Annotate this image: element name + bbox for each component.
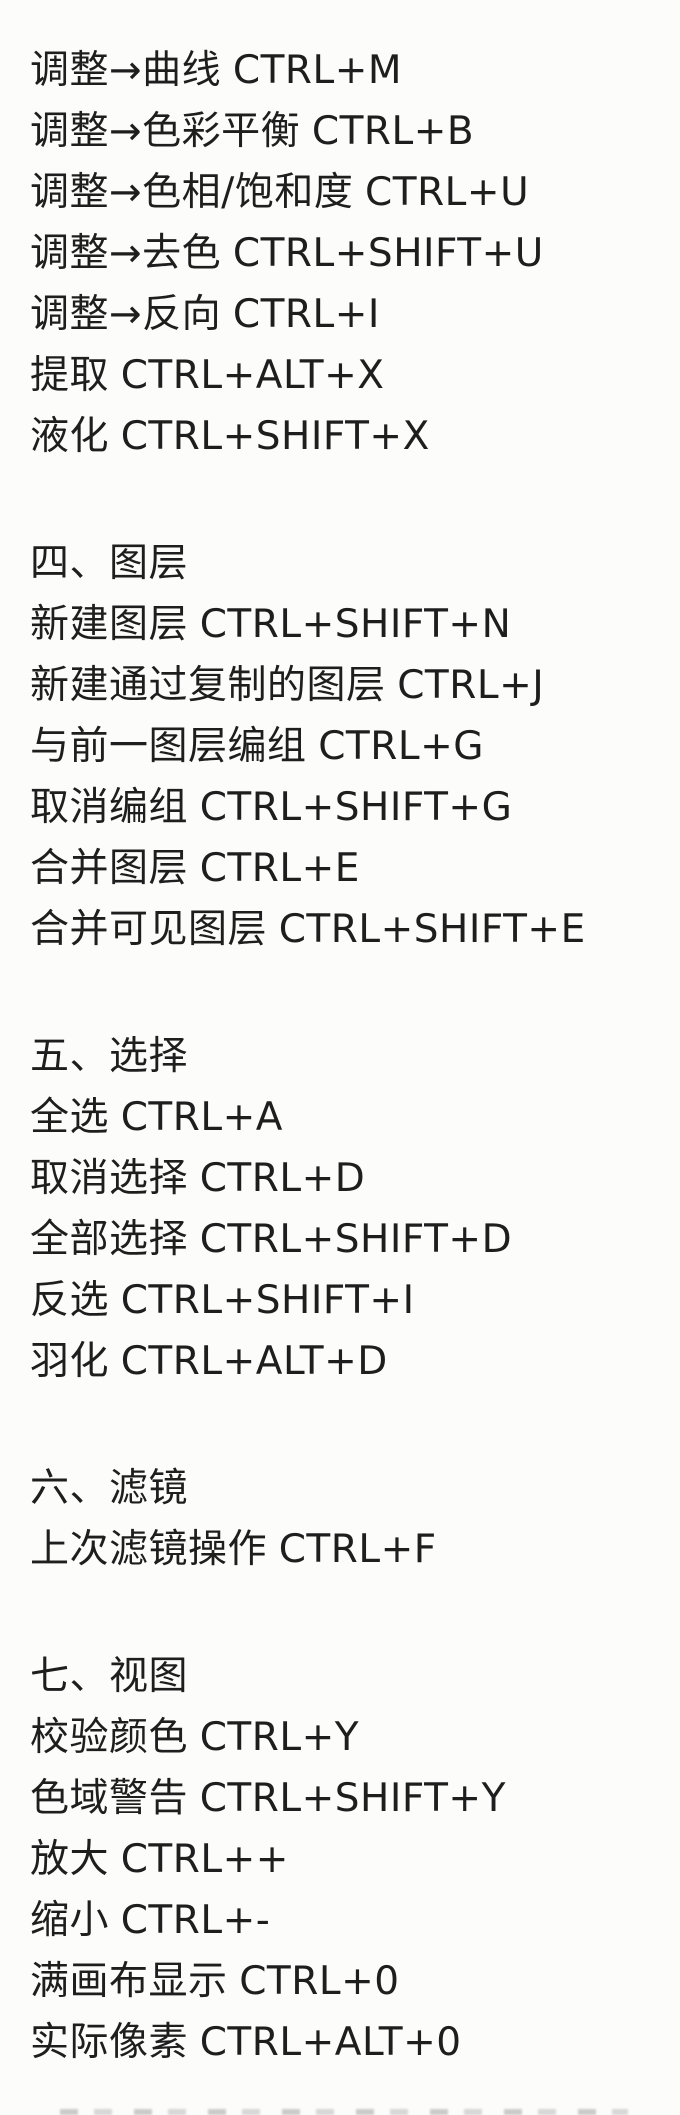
shortcut-line: 提取 CTRL+ALT+X (30, 345, 668, 406)
shortcut-line: 合并可见图层 CTRL+SHIFT+E (30, 899, 668, 960)
shortcut-line: 上次滤镜操作 CTRL+F (30, 1519, 668, 1580)
shortcut-keys: CTRL+U (365, 170, 530, 215)
shortcut-keys: CTRL+I (232, 292, 380, 337)
shortcut-action: 新建通过复制的图层 (30, 663, 386, 708)
shortcut-keys: CTRL+0 (239, 1959, 400, 2004)
shortcut-action: 全部选择 (30, 1217, 189, 1262)
shortcut-line: 调整→色相/饱和度 CTRL+U (30, 162, 668, 223)
shortcut-keys: CTRL+SHIFT+Y (199, 1776, 506, 1821)
shortcut-keys: CTRL+SHIFT+E (278, 907, 586, 952)
shortcut-line: 色域警告 CTRL+SHIFT+Y (30, 1768, 668, 1829)
section-heading: 四、图层 (30, 541, 189, 586)
shortcut-line: 新建通过复制的图层 CTRL+J (30, 655, 668, 716)
shortcut-action: 满画布显示 (30, 1959, 228, 2004)
shortcut-keys: CTRL+SHIFT+D (199, 1217, 513, 1262)
shortcut-action: 调整→曲线 (30, 48, 222, 93)
shortcut-action: 提取 (30, 353, 110, 398)
shortcut-line: 取消编组 CTRL+SHIFT+G (30, 777, 668, 838)
shortcut-keys: CTRL+ALT+0 (199, 2020, 462, 2065)
shortcut-line: 羽化 CTRL+ALT+D (30, 1331, 668, 1392)
shortcut-action: 缩小 (30, 1898, 110, 1943)
shortcut-keys: CTRL+G (318, 724, 484, 769)
shortcut-keys: CTRL+- (120, 1898, 271, 1943)
shortcut-keys: CTRL+ALT+X (120, 353, 385, 398)
shortcut-action: 调整→色彩平衡 (30, 109, 301, 154)
shortcut-line: 液化 CTRL+SHIFT+X (30, 406, 668, 467)
shortcut-line: 调整→反向 CTRL+I (30, 284, 668, 345)
shortcut-keys: CTRL+B (311, 109, 475, 154)
shortcut-line: 新建图层 CTRL+SHIFT+N (30, 594, 668, 655)
shortcut-line: 调整→曲线 CTRL+M (30, 40, 668, 101)
shortcut-keys: CTRL+Y (199, 1715, 360, 1760)
shortcut-line: 放大 CTRL++ (30, 1829, 668, 1890)
shortcut-line: 满画布显示 CTRL+0 (30, 1951, 668, 2012)
section-heading: 七、视图 (30, 1654, 189, 1699)
shortcut-line: 调整→去色 CTRL+SHIFT+U (30, 223, 668, 284)
shortcut-keys: CTRL+M (232, 48, 403, 93)
shortcut-line: 取消选择 CTRL+D (30, 1148, 668, 1209)
shortcut-action: 实际像素 (30, 2020, 189, 2065)
shortcut-keys: CTRL+D (199, 1156, 366, 1201)
shortcut-line: 缩小 CTRL+- (30, 1890, 668, 1951)
shortcut-action: 羽化 (30, 1339, 110, 1384)
section-heading: 六、滤镜 (30, 1466, 189, 1511)
shortcut-keys: CTRL+SHIFT+G (199, 785, 513, 830)
section-heading: 五、选择 (30, 1034, 189, 1079)
shortcut-keys: CTRL+E (199, 846, 360, 891)
shortcut-action: 放大 (30, 1837, 110, 1882)
shortcut-keys: CTRL+F (278, 1527, 437, 1572)
shortcut-line: 调整→色彩平衡 CTRL+B (30, 101, 668, 162)
shortcut-line: 全部选择 CTRL+SHIFT+D (30, 1209, 668, 1270)
shortcut-keys: CTRL+J (397, 663, 545, 708)
cutoff-text-remnant (30, 2073, 668, 2115)
shortcut-action: 调整→色相/饱和度 (30, 170, 354, 215)
shortcut-action: 取消选择 (30, 1156, 189, 1201)
shortcut-action: 调整→去色 (30, 231, 222, 276)
shortcut-action: 上次滤镜操作 (30, 1527, 268, 1572)
shortcut-keys: CTRL+ALT+D (120, 1339, 388, 1384)
shortcut-line: 全选 CTRL+A (30, 1087, 668, 1148)
shortcut-action: 液化 (30, 414, 110, 459)
shortcut-keys: CTRL+SHIFT+U (232, 231, 544, 276)
shortcut-action: 合并可见图层 (30, 907, 268, 952)
shortcut-keys: CTRL+SHIFT+X (120, 414, 430, 459)
shortcut-action: 新建图层 (30, 602, 189, 647)
shortcut-action: 取消编组 (30, 785, 189, 830)
shortcut-line: 与前一图层编组 CTRL+G (30, 716, 668, 777)
shortcut-action: 反选 (30, 1278, 110, 1323)
shortcut-line: 合并图层 CTRL+E (30, 838, 668, 899)
shortcut-action: 色域警告 (30, 1776, 189, 1821)
shortcut-line: 反选 CTRL+SHIFT+I (30, 1270, 668, 1331)
shortcut-action: 调整→反向 (30, 292, 222, 337)
shortcut-line: 校验颜色 CTRL+Y (30, 1707, 668, 1768)
shortcut-action: 校验颜色 (30, 1715, 189, 1760)
shortcut-keys: CTRL+A (120, 1095, 283, 1140)
shortcut-keys: CTRL+SHIFT+N (199, 602, 512, 647)
shortcut-keys: CTRL+SHIFT+I (120, 1278, 415, 1323)
shortcut-line: 实际像素 CTRL+ALT+0 (30, 2012, 668, 2073)
shortcut-action: 与前一图层编组 (30, 724, 307, 769)
shortcut-action: 合并图层 (30, 846, 189, 891)
shortcut-keys: CTRL++ (120, 1837, 289, 1882)
shortcut-action: 全选 (30, 1095, 110, 1140)
